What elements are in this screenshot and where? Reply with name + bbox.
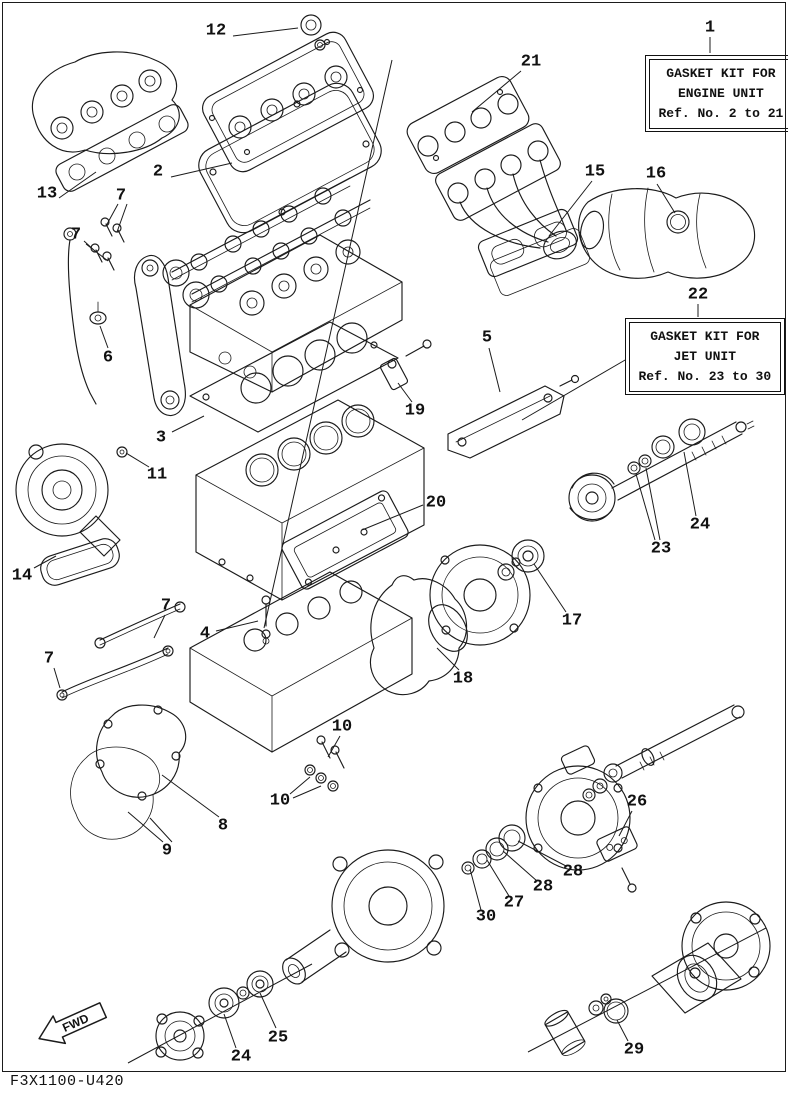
callout-13: 13 [36, 184, 58, 204]
callout-30: 30 [475, 907, 497, 927]
callout-27: 27 [503, 893, 525, 913]
camshafts-art [162, 177, 371, 309]
gasket-kit-jet-line2: JET UNIT [673, 348, 737, 364]
callout-6: 6 [102, 348, 114, 368]
gasket-kit-jet-ref: Ref. No. 23 to 30 [638, 368, 772, 384]
impeller-assembly-art [428, 418, 755, 652]
gasket-kit-engine-line1: GASKET KIT FOR [666, 65, 776, 81]
cylinder-block-art [195, 399, 425, 601]
callout-29: 29 [623, 1040, 645, 1060]
callout-14: 14 [11, 566, 33, 586]
callout-15: 15 [584, 162, 606, 182]
exhaust-gasket-art [406, 75, 530, 175]
alignment-lines [127, 59, 767, 1064]
exhaust-joint-gasket-art [477, 208, 590, 296]
crankcase-art [189, 571, 413, 753]
gasket-kit-engine-line2: ENGINE UNIT [678, 85, 764, 101]
callout-7: 7 [70, 225, 82, 245]
callout-24: 24 [230, 1047, 252, 1067]
callout-19: 19 [404, 401, 426, 421]
valve-cover-art [202, 14, 374, 173]
head-gasket-art [189, 321, 399, 433]
callout-5: 5 [481, 328, 493, 348]
supercharger-art [15, 443, 121, 586]
callout-7: 7 [160, 596, 172, 616]
callout-26: 26 [626, 792, 648, 812]
callout-11: 11 [146, 465, 168, 485]
callout-9: 9 [161, 841, 173, 861]
callout-18: 18 [452, 669, 474, 689]
callout-1: 1 [704, 18, 716, 38]
callout-21: 21 [520, 52, 542, 72]
plate-art [281, 490, 409, 590]
muffler-art [578, 187, 756, 279]
block-gasket-art [369, 575, 468, 696]
gasket-kit-engine-ref: Ref. No. 2 to 21 [658, 105, 784, 121]
gasket-kit-jet-box: GASKET KIT FOR JET UNIT Ref. No. 23 to 3… [625, 318, 785, 396]
callout-7: 7 [115, 186, 127, 206]
sensor-bracket-art [379, 339, 432, 391]
callout-24: 24 [689, 515, 711, 535]
bolt-orings-art [304, 735, 345, 792]
bracket-art [447, 374, 580, 459]
callout-2: 2 [152, 162, 164, 182]
callout-16: 16 [645, 164, 667, 184]
drawing-code: F3X1100-U420 [10, 1073, 125, 1090]
nozzle-assembly-art [544, 901, 771, 1056]
leader-lines [33, 27, 711, 1049]
callout-10: 10 [269, 791, 291, 811]
cover-gasket-art [198, 82, 382, 234]
callout-3: 3 [155, 428, 167, 448]
callout-28: 28 [532, 877, 554, 897]
callout-20: 20 [425, 493, 447, 513]
bottom-assembly-art [155, 849, 445, 1061]
callout-10: 10 [331, 717, 353, 737]
callout-4: 4 [199, 624, 211, 644]
callout-8: 8 [217, 816, 229, 836]
callout-28: 28 [562, 862, 584, 882]
oil-pump-art [70, 704, 187, 840]
callout-7: 7 [43, 649, 55, 669]
callout-25: 25 [267, 1028, 289, 1048]
pump-housing-art [461, 745, 638, 893]
timing-chain-art [133, 254, 186, 417]
exhaust-manifold-art [435, 123, 577, 260]
callout-22: 22 [687, 285, 709, 305]
callout-17: 17 [561, 611, 583, 631]
intake-manifold-art [31, 51, 189, 192]
driveshaft-art [582, 704, 745, 802]
gasket-kit-jet-line1: GASKET KIT FOR [650, 328, 760, 344]
callout-12: 12 [205, 21, 227, 41]
pipes-art [56, 217, 186, 701]
cylinder-head-art [189, 234, 403, 393]
dipstick-art [63, 227, 128, 458]
fwd-arrow: FWD [38, 1002, 108, 1045]
callout-23: 23 [650, 539, 672, 559]
gasket-kit-engine-box: GASKET KIT FOR ENGINE UNIT Ref. No. 2 to… [645, 55, 788, 133]
